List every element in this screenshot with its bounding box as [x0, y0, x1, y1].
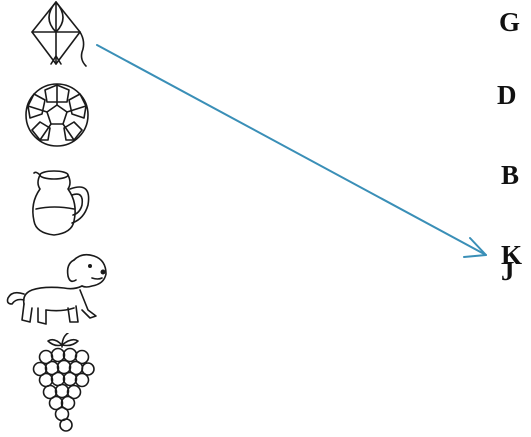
matching-arrow: [0, 0, 531, 437]
